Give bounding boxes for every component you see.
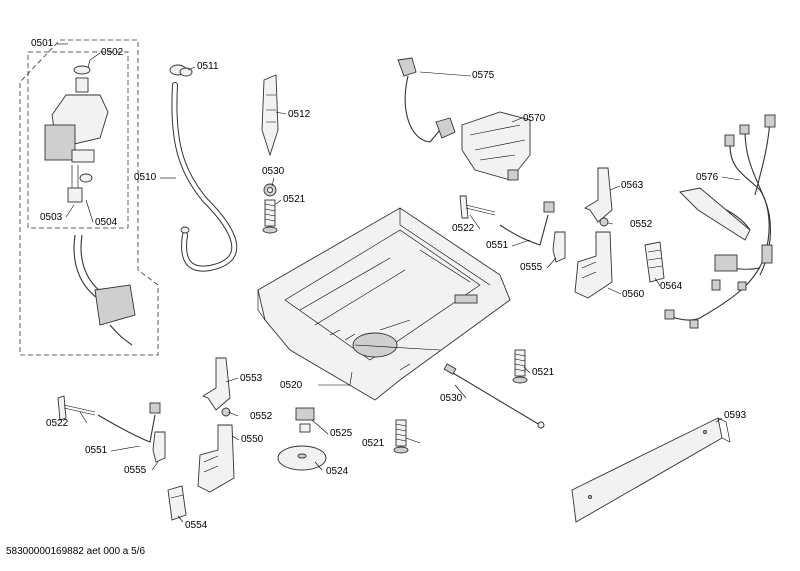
spring-bar-lower	[57, 395, 96, 421]
wiring-harness	[664, 114, 776, 329]
drain-hose	[171, 82, 238, 272]
label-0524: 0524	[326, 466, 349, 477]
label-0502: 0502	[101, 47, 124, 58]
bracket-0560	[574, 231, 613, 299]
label-0525: 0525	[330, 428, 353, 439]
label-0552-upper: 0552	[630, 219, 653, 230]
label-0593: 0593	[724, 410, 747, 421]
clip-0554	[167, 485, 187, 521]
switch-0525	[295, 407, 315, 433]
label-0522-lower: 0522	[46, 418, 69, 429]
control-module	[461, 111, 531, 181]
base-frame	[257, 207, 511, 401]
leader-lines	[57, 43, 741, 523]
bracket-0550	[197, 424, 235, 493]
foot-screw-right	[512, 349, 528, 384]
label-0530-upper: 0530	[262, 166, 285, 177]
terminal-block	[644, 241, 665, 283]
bracket-0553	[202, 357, 231, 417]
document-footer: 58300000169882 aet 000 a 5/6	[6, 546, 146, 557]
kick-plate	[571, 417, 731, 523]
label-0521-right: 0521	[532, 367, 555, 378]
bracket-0563	[584, 167, 613, 227]
label-0520: 0520	[280, 380, 303, 391]
cable-lower	[97, 402, 161, 443]
label-0521-bottom: 0521	[362, 438, 385, 449]
label-0575: 0575	[472, 70, 495, 81]
label-0564: 0564	[660, 281, 683, 292]
spring-bar-upper	[459, 195, 496, 219]
label-0570: 0570	[523, 113, 546, 124]
label-0522-upper: 0522	[452, 223, 475, 234]
nut-upper	[263, 183, 277, 197]
label-0576: 0576	[696, 172, 719, 183]
label-0550: 0550	[241, 434, 264, 445]
inlet-valve	[44, 65, 109, 203]
hose-clamp	[169, 64, 193, 77]
mains-cable	[397, 57, 456, 143]
label-0553: 0553	[240, 373, 263, 384]
hinge-upper	[552, 231, 566, 263]
label-0530-lower: 0530	[440, 393, 463, 404]
label-0554: 0554	[185, 520, 208, 531]
label-0563: 0563	[621, 180, 644, 191]
label-0501: 0501	[31, 38, 54, 49]
label-0503: 0503	[40, 212, 63, 223]
aquastop-hose	[73, 234, 136, 346]
hose-holder	[261, 74, 279, 157]
foot-screw-upper	[262, 199, 278, 234]
adjusting-rod	[443, 363, 545, 429]
label-0551-upper: 0551	[486, 240, 509, 251]
label-0504: 0504	[95, 217, 118, 228]
label-0551-lower: 0551	[85, 445, 108, 456]
label-0552-lower: 0552	[250, 411, 273, 422]
label-0512: 0512	[288, 109, 311, 120]
label-0511: 0511	[197, 61, 219, 72]
label-0560: 0560	[622, 289, 645, 300]
cable-upper	[499, 201, 555, 246]
foot-screw-bottom	[393, 419, 409, 454]
label-0555-upper: 0555	[520, 262, 543, 273]
label-0510: 0510	[134, 172, 157, 183]
aquastop-group-outline	[19, 39, 159, 356]
label-0555-lower: 0555	[124, 465, 147, 476]
label-0521-upper: 0521	[283, 194, 306, 205]
disc-0524	[277, 445, 327, 471]
hinge-lower	[152, 431, 166, 463]
